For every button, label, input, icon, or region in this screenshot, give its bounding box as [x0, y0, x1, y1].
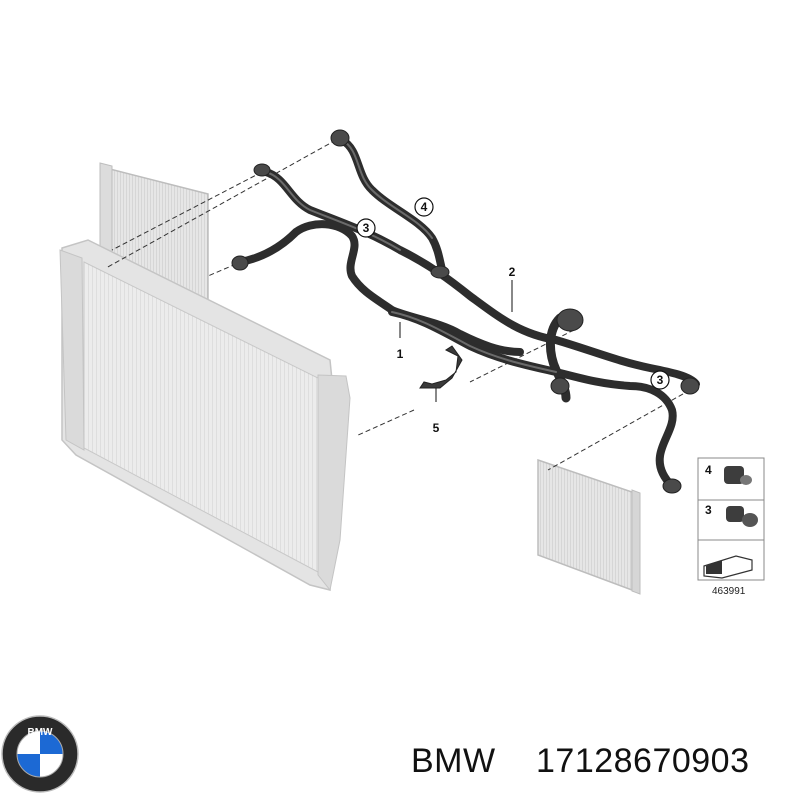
- callout-3-upper: 3: [356, 218, 376, 238]
- legend-arrow-icon: [703, 555, 753, 579]
- legend-clip-icon-3: [726, 506, 758, 527]
- svg-text:5: 5: [433, 421, 440, 435]
- legend-box: 4 3 463991: [697, 457, 765, 597]
- brand-name: BMW: [411, 742, 496, 780]
- bracket-5: [419, 345, 463, 389]
- callout-3-lower: 3: [650, 370, 670, 390]
- svg-text:3: 3: [657, 373, 664, 387]
- svg-text:2: 2: [509, 265, 516, 279]
- callout-4: 4: [414, 197, 434, 217]
- callout-2: 2: [509, 265, 516, 279]
- main-radiator: [59, 239, 351, 592]
- callout-leaders: [399, 280, 513, 402]
- hose-3-upper: [236, 220, 524, 356]
- bmw-logo: BMW: [1, 715, 79, 793]
- coolant-hoses: [236, 136, 700, 490]
- svg-text:4: 4: [421, 200, 428, 214]
- bmw-logo-letters: BMW: [28, 727, 54, 738]
- legend-clip-icon-4: [724, 466, 752, 485]
- callout-5: 5: [433, 421, 440, 435]
- svg-text:3: 3: [363, 221, 370, 235]
- aux-cooler-lower-right: [537, 458, 641, 595]
- svg-text:1: 1: [397, 347, 404, 361]
- legend-reference-number: 463991: [712, 586, 746, 597]
- legend-label-3: 3: [705, 503, 712, 517]
- legend-label-4: 4: [705, 463, 712, 477]
- hose-connectors: [231, 129, 700, 494]
- part-number: 17128670903: [536, 742, 750, 780]
- callout-1: 1: [397, 347, 404, 361]
